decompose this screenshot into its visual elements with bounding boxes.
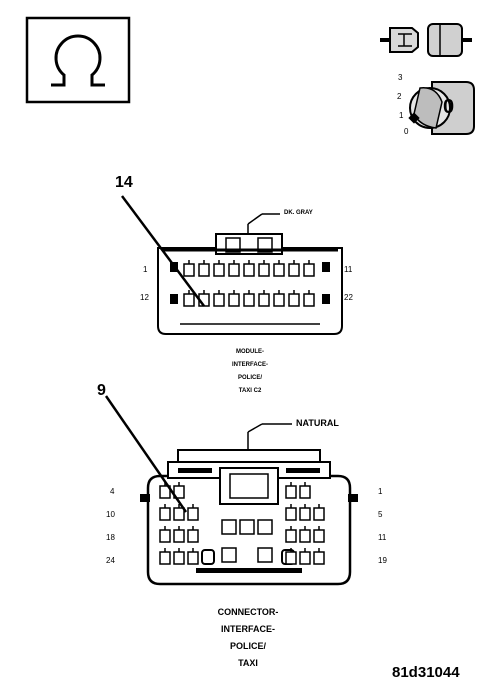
harness-cavity bbox=[285, 529, 297, 543]
callout-9-leader bbox=[104, 395, 188, 513]
connector-disconnect-icon bbox=[380, 23, 472, 57]
c2-cavity bbox=[198, 263, 210, 277]
c2-cavity bbox=[213, 263, 225, 277]
harness-connector bbox=[140, 423, 358, 586]
c2-cavity bbox=[273, 293, 285, 307]
module-c2-connector bbox=[157, 213, 343, 335]
harness-pin-1: 1 bbox=[378, 487, 383, 496]
harness-pin-24: 24 bbox=[106, 556, 115, 565]
c2-cavity bbox=[183, 263, 195, 277]
harness-cavity bbox=[159, 507, 171, 521]
c2-cavity bbox=[303, 293, 315, 307]
harness-caption-line-4: TAXI bbox=[238, 658, 258, 668]
harness-cavity bbox=[313, 507, 325, 521]
harness-caption-line-3: POLICE/ bbox=[229, 641, 266, 651]
harness-pin-19: 19 bbox=[378, 556, 387, 565]
ignition-position-3: 3 bbox=[398, 73, 403, 82]
c2-cavity bbox=[258, 293, 270, 307]
c2-caption-line-1: MODULE- bbox=[236, 349, 264, 355]
ohm-icon bbox=[25, 16, 131, 104]
harness-pin-5: 5 bbox=[378, 510, 383, 519]
ignition-position-1: 1 bbox=[399, 111, 404, 120]
harness-cavity bbox=[299, 529, 311, 543]
c2-cavity bbox=[303, 263, 315, 277]
harness-cavity bbox=[173, 551, 185, 565]
c2-pin-12: 12 bbox=[140, 293, 149, 302]
c2-cavity bbox=[288, 263, 300, 277]
harness-cavity bbox=[159, 551, 171, 565]
c2-caption-line-2: INTERFACE- bbox=[232, 362, 268, 368]
harness-cavity bbox=[299, 507, 311, 521]
ignition-position-0: 0 bbox=[404, 127, 409, 136]
harness-cavity bbox=[285, 485, 297, 499]
c2-caption-line-4: TAXI C2 bbox=[238, 388, 262, 394]
harness-cavity bbox=[313, 529, 325, 543]
harness-pin-10: 10 bbox=[106, 510, 115, 519]
harness-pin-4: 4 bbox=[110, 487, 115, 496]
harness-cavity bbox=[187, 551, 199, 565]
harness-cavity bbox=[285, 551, 297, 565]
harness-pin-18: 18 bbox=[106, 533, 115, 542]
c2-cavity bbox=[228, 263, 240, 277]
ignition-key-icon bbox=[408, 81, 475, 135]
harness-cavity bbox=[159, 529, 171, 543]
c2-caption-line-3: POLICE/ bbox=[237, 375, 262, 381]
harness-cavity bbox=[173, 529, 185, 543]
figure-id: 81d31044 bbox=[392, 664, 460, 681]
callout-14: 14 bbox=[115, 174, 133, 191]
callout-14-leader bbox=[120, 195, 206, 307]
harness-cavity bbox=[299, 551, 311, 565]
harness-cavity bbox=[299, 485, 311, 499]
c2-pin-11: 11 bbox=[344, 265, 353, 274]
c2-cavity bbox=[288, 293, 300, 307]
harness-cavity bbox=[187, 507, 199, 521]
c2-cavity bbox=[183, 293, 195, 307]
c2-cavity bbox=[273, 263, 285, 277]
harness-caption-line-1: CONNECTOR- bbox=[217, 607, 279, 617]
c2-cavity bbox=[258, 263, 270, 277]
ignition-key-label: 0 bbox=[443, 96, 455, 118]
c2-cavity bbox=[228, 293, 240, 307]
c2-pin-1: 1 bbox=[143, 265, 148, 274]
harness-cavity bbox=[285, 507, 297, 521]
c2-color-label: DK. GRAY bbox=[284, 210, 313, 216]
callout-9: 9 bbox=[97, 382, 106, 399]
c2-pin-22: 22 bbox=[344, 293, 353, 302]
harness-pin-11: 11 bbox=[378, 533, 387, 542]
c2-cavity bbox=[243, 263, 255, 277]
c2-cavity bbox=[243, 293, 255, 307]
c2-caption: MODULE- INTERFACE- POLICE/ TAXI C2 bbox=[210, 346, 290, 398]
harness-cavity bbox=[187, 529, 199, 543]
harness-cavity bbox=[313, 551, 325, 565]
ignition-position-2: 2 bbox=[397, 92, 402, 101]
harness-color-label: NATURAL bbox=[296, 418, 339, 428]
c2-cavity bbox=[213, 293, 225, 307]
harness-caption-line-2: INTERFACE- bbox=[221, 624, 275, 634]
harness-cavity bbox=[173, 507, 185, 521]
harness-caption: CONNECTOR- INTERFACE- POLICE/ TAXI bbox=[188, 604, 308, 672]
